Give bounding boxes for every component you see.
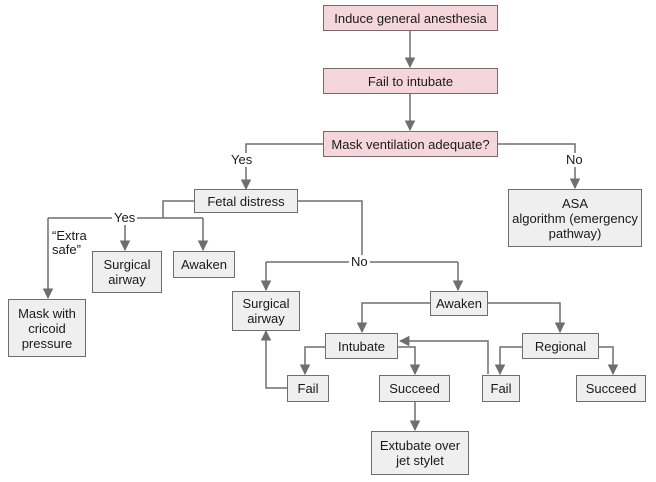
edge-fail-to-surgical (260, 329, 287, 389)
node-extubate-over-jet-stylet: Extubate over jet stylet (371, 431, 469, 475)
node-surgical-airway-1: Surgical airway (92, 251, 162, 293)
node-mask-ventilation-adequate: Mask ventilation adequate? (323, 131, 498, 157)
edge-awaken-branch (356, 302, 430, 334)
edge-fail-back-to-intubate (398, 335, 489, 374)
edge-mask-no (497, 143, 581, 190)
node-fetal-distress: Fetal distress (194, 189, 298, 213)
node-asa-algorithm: ASA algorithm (emergency pathway) (508, 189, 642, 247)
edge-mask-yes (240, 143, 325, 191)
edge-fetal-yes (162, 200, 194, 218)
label-extra-safe: “Extra safe” (50, 228, 89, 257)
node-mask-with-cricoid-pressure: Mask with cricoid pressure (8, 299, 86, 357)
label-yes-mask: Yes (229, 152, 255, 167)
node-fail-to-intubate: Fail to intubate (323, 68, 498, 94)
edge-intubate-fail (299, 346, 325, 376)
node-succeed-2: Succeed (576, 375, 646, 402)
edge-intubate-succeed (398, 346, 421, 376)
node-intubate: Intubate (325, 333, 398, 359)
node-fail-2: Fail (482, 375, 520, 402)
label-no-fetal: No (349, 254, 370, 269)
node-awaken-1: Awaken (173, 251, 235, 278)
edge-fetal-no (298, 200, 363, 262)
node-induce-general-anesthesia: Induce general anesthesia (323, 5, 498, 31)
edge-regional-fail (494, 346, 522, 376)
label-no-mask: No (564, 152, 585, 167)
node-regional: Regional (522, 333, 599, 359)
label-yes-fetal: Yes (112, 210, 138, 225)
node-awaken-2: Awaken (430, 291, 488, 316)
edge-awaken-to-regional (488, 302, 566, 334)
node-surgical-airway-2: Surgical airway (232, 291, 300, 331)
node-fail-1: Fail (287, 375, 329, 402)
edge-regional-succeed (599, 346, 619, 376)
node-succeed-1: Succeed (379, 375, 450, 402)
